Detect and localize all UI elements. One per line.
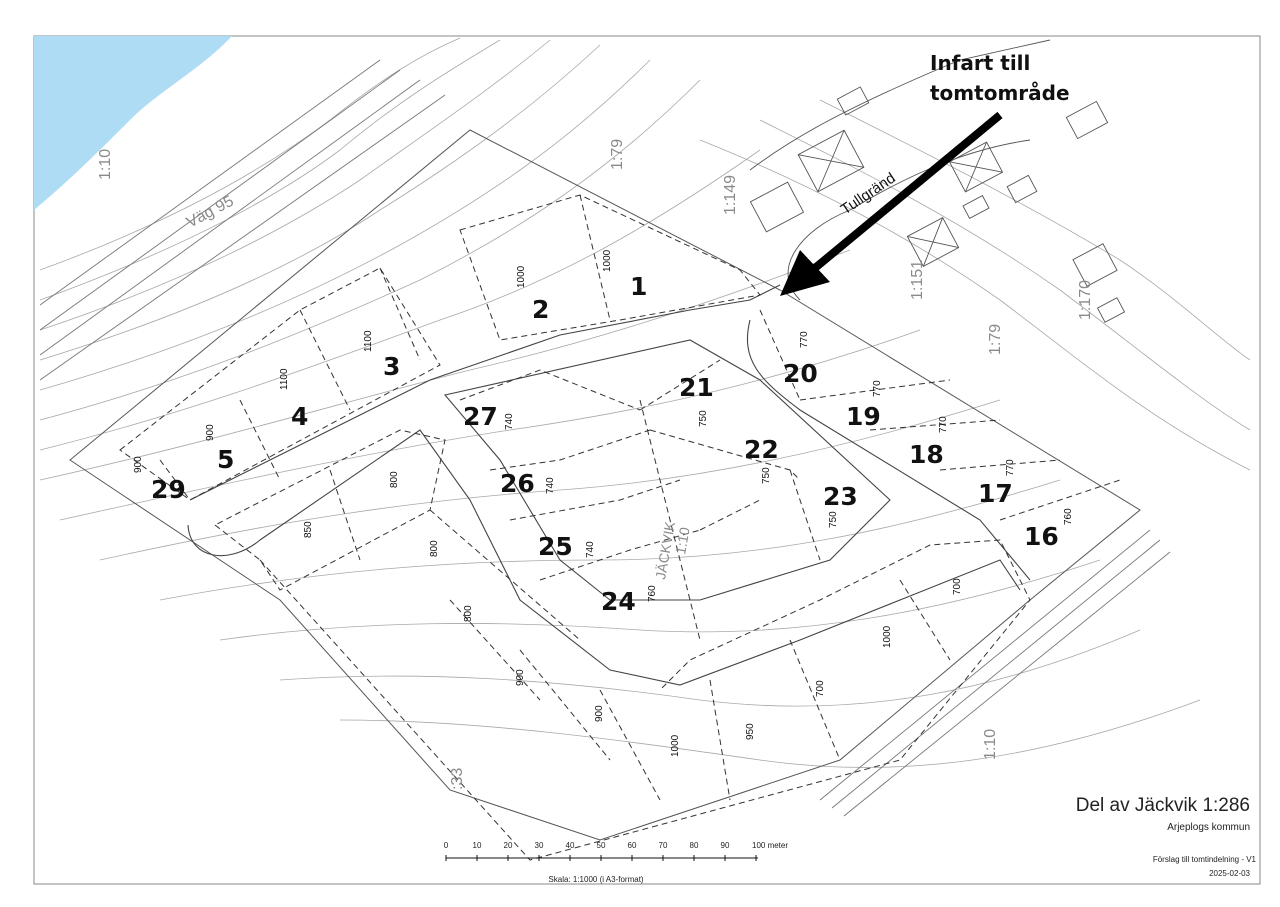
lot-area: 800: [429, 540, 440, 557]
lot-number: 1: [630, 272, 647, 301]
lot-number: 4: [291, 402, 308, 431]
lot-area: 700: [952, 578, 963, 595]
svg-text::33: :33: [449, 768, 466, 790]
lot-number: 5: [217, 445, 234, 474]
scale-tick: 50: [597, 841, 606, 850]
lot-number: 2: [532, 295, 549, 324]
faint-labels: 1:79 1:149 1:151 1:170 1:79 1:10 1:10 :3…: [97, 139, 1094, 790]
lot-area: 760: [1063, 508, 1074, 525]
scale-tick: 0: [444, 841, 449, 850]
lot-area: 900: [515, 669, 526, 686]
scale-tick: 40: [566, 841, 575, 850]
svg-text:1:170: 1:170: [1077, 280, 1094, 320]
lot-area: 740: [585, 541, 596, 558]
lot-number: 23: [823, 482, 858, 511]
lot-area: 750: [761, 467, 772, 484]
lot-number: 3: [383, 352, 400, 381]
svg-text:1:151: 1:151: [909, 260, 926, 300]
lot-number: 25: [538, 532, 573, 561]
scale-tick: 20: [504, 841, 513, 850]
plot-number-label: 1:10: [672, 526, 693, 556]
title-date: 2025-02-03: [1209, 869, 1250, 878]
lot-number: 22: [744, 435, 779, 464]
scale-tick: 80: [690, 841, 699, 850]
lot-area: 950: [745, 723, 756, 740]
lot-area: 750: [828, 511, 839, 528]
scale-tick: 60: [628, 841, 637, 850]
scale-tick: 90: [721, 841, 730, 850]
scale-tick: 30: [535, 841, 544, 850]
lot-area: 1100: [363, 330, 374, 352]
svg-text:1:79: 1:79: [987, 324, 1004, 355]
title-block: Del av Jäckvik 1:286 Arjeplogs kommun Fö…: [1076, 795, 1257, 878]
lot-numbers: 1 2 3 4 5 29 27 26 25 24 21 22 23 20 19 …: [151, 272, 1059, 616]
svg-text:1:79: 1:79: [609, 139, 626, 170]
lot-number: 26: [500, 469, 535, 498]
callout-line-1: Infart till: [930, 51, 1030, 75]
lot-area: 760: [647, 585, 658, 602]
scale-tick: 10: [473, 841, 482, 850]
scale-bar: 0 10 20 30 40 50 60 70 80 90 100 meter S…: [444, 841, 789, 884]
scale-tick: 70: [659, 841, 668, 850]
lot-area: 740: [545, 477, 556, 494]
road-95-label: Väg 95: [184, 193, 237, 232]
lot-number: 19: [846, 402, 881, 431]
lot-area: 800: [389, 471, 400, 488]
lot-number: 20: [783, 359, 818, 388]
svg-text:1:149: 1:149: [722, 175, 739, 215]
property-boundary: [69, 129, 1141, 841]
svg-text:1:10: 1:10: [97, 149, 114, 180]
lot-number: 29: [151, 475, 186, 504]
lot-area: 1000: [882, 625, 893, 648]
lot-areas: 1000 1000 1100 1100 900 900 740 740 740 …: [133, 249, 1074, 757]
lot-area: 770: [799, 331, 810, 348]
scale-text: Skala: 1:1000 (i A3-format): [548, 875, 643, 884]
lot-area: 850: [303, 521, 314, 538]
lot-number: 16: [1024, 522, 1059, 551]
map-frame: [33, 35, 1261, 885]
lot-area: 770: [872, 380, 883, 397]
entrance-arrow: [780, 111, 1003, 296]
lot-area: 900: [205, 424, 216, 441]
lot-area: 700: [815, 680, 826, 697]
lot-number: 17: [978, 479, 1013, 508]
lot-area: 1000: [516, 265, 527, 288]
lake-water: [34, 36, 232, 210]
road-95: [39, 59, 446, 381]
callout-line-2: tomtområde: [930, 81, 1070, 105]
lot-area: 1000: [602, 249, 613, 272]
lot-area: 740: [504, 413, 515, 430]
title-municipality: Arjeplogs kommun: [1167, 822, 1250, 833]
scale-tick: 100 meter: [752, 841, 788, 850]
lot-number: 18: [909, 440, 944, 469]
lot-area: 750: [698, 410, 709, 427]
power-line: [819, 529, 1171, 817]
lot-area: 900: [133, 456, 144, 473]
lot-number: 21: [679, 373, 714, 402]
lot-boundaries: [119, 194, 1121, 861]
title-proposal: Förslag till tomtindelning - V1: [1153, 855, 1257, 864]
lot-area: 900: [594, 705, 605, 722]
lot-area: 1100: [279, 368, 290, 390]
lot-area: 800: [463, 605, 474, 622]
title-name: Del av Jäckvik 1:286: [1076, 795, 1250, 816]
lot-area: 1000: [670, 734, 681, 757]
lot-number: 24: [601, 587, 636, 616]
existing-buildings: [749, 39, 1126, 323]
svg-text:1:10: 1:10: [982, 729, 999, 760]
contour-lines: [39, 37, 1251, 768]
street-network: [187, 284, 1031, 686]
lot-area: 770: [938, 416, 949, 433]
lot-area: 770: [1005, 459, 1016, 476]
lot-number: 27: [463, 402, 498, 431]
